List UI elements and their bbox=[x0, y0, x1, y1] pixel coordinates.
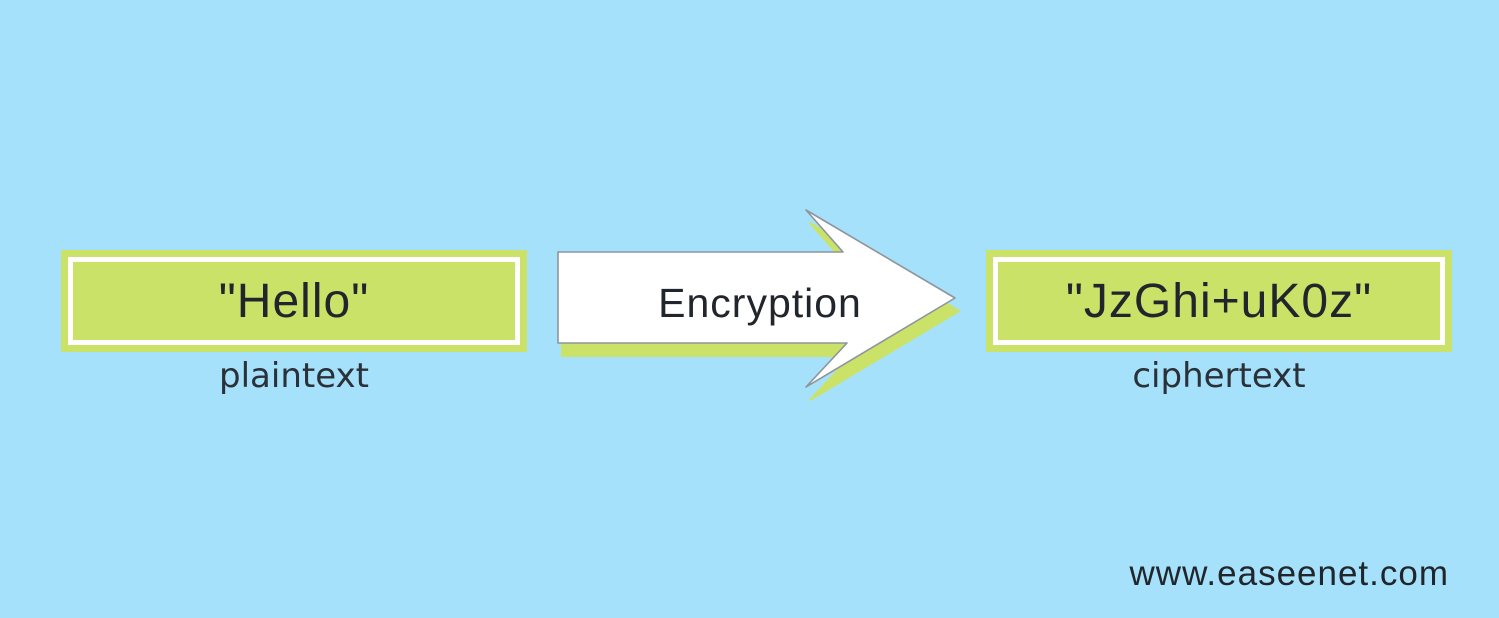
ciphertext-label: ciphertext bbox=[1132, 356, 1306, 396]
ciphertext-value: "JzGhi+uK0z" bbox=[1065, 274, 1373, 328]
plaintext-box: "Hello" bbox=[61, 250, 527, 352]
encryption-arrow-label: Encryption bbox=[658, 280, 862, 326]
ciphertext-box-inner: "JzGhi+uK0z" bbox=[993, 257, 1445, 345]
encryption-arrow bbox=[557, 209, 960, 401]
plaintext-label: plaintext bbox=[219, 356, 369, 396]
ciphertext-box: "JzGhi+uK0z" bbox=[986, 250, 1452, 352]
plaintext-value: "Hello" bbox=[218, 274, 370, 328]
arrow-body bbox=[557, 209, 956, 388]
watermark-url: www.easeenet.com bbox=[1129, 554, 1449, 593]
plaintext-box-inner: "Hello" bbox=[68, 257, 520, 345]
